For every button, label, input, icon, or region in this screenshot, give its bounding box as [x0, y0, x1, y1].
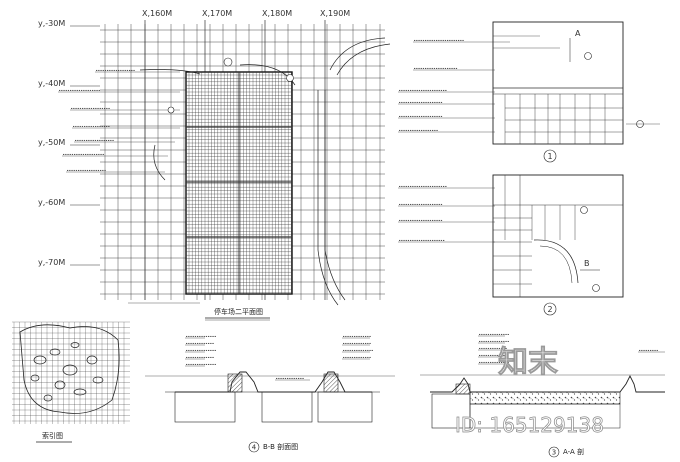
section-aa-gravel-base [469, 391, 621, 405]
detail-2-curve-kerb-inner [539, 245, 573, 284]
section-bb-leader-annotations [185, 335, 373, 381]
plan-leader-annotations [58, 69, 180, 173]
section-bb-foundation-mid [261, 391, 313, 423]
section-aa-title: A-A 剖 [563, 447, 584, 456]
x-label-170: X,170M [202, 9, 232, 18]
index-plan-building [30, 374, 40, 382]
detail-2-frame [492, 174, 624, 298]
index-plan-building [62, 364, 78, 376]
parking-lot-hatch [185, 71, 293, 295]
detail-2-number-circle [543, 302, 557, 316]
detail-1-paving-joints [493, 35, 623, 144]
detail-1-number: 1 [548, 152, 553, 161]
x-label-160: X,160M [142, 9, 172, 18]
y-label-40: y,-40M [38, 79, 65, 88]
index-plan-building [73, 388, 87, 396]
section-bb-kerb-left [227, 373, 243, 393]
section-bb-foundation-right [317, 391, 373, 423]
section-bb: 4 B-B 剖面图 [145, 335, 395, 453]
y-label-60: y,-60M [38, 198, 65, 207]
section-aa-leader-annotations [478, 333, 665, 365]
index-plan-buildings [30, 342, 104, 402]
section-aa: 3 A-A 剖 [420, 333, 665, 458]
detail-2: B 2 [492, 174, 624, 316]
detail-2-index-marker [580, 206, 588, 214]
detail-1-frame [492, 21, 624, 145]
detail-2-index-marker-2 [592, 284, 600, 292]
plan-y-axis-labels: y,-30M y,-40M y,-50M y,-60M y,-70M [38, 19, 65, 267]
detail-2-curve-kerb [533, 239, 579, 284]
detail-2-section-marker: B [584, 259, 590, 268]
index-plan-building [33, 355, 47, 365]
section-bb-foundation-left [174, 391, 236, 423]
plan-title: 停车场二平面图 [214, 307, 263, 316]
index-plan-building [54, 380, 66, 390]
detail-1-number-circle [543, 149, 557, 163]
section-bb-number: 4 [252, 444, 257, 452]
detail-1-section-marker: A [575, 29, 581, 38]
section-bb-number-circle [248, 441, 260, 453]
y-label-30: y,-30M [38, 19, 65, 28]
section-bb-title: B-B 剖面图 [263, 442, 298, 451]
section-aa-subbase [469, 403, 621, 429]
index-plan: 索引图 [12, 321, 130, 443]
index-plan-building [43, 394, 53, 402]
index-plan-building [70, 342, 80, 348]
detail-1: A 1 [492, 21, 660, 163]
section-aa-number-circle [548, 446, 560, 458]
y-label-50: y,-50M [38, 138, 65, 147]
plan-x-axis-labels: X,160M X,170M X,180M X,190M [142, 9, 350, 18]
watermark-id: ID: 165129138 [455, 413, 604, 437]
detail-2-paving-joints [493, 175, 623, 297]
y-label-70: y,-70M [38, 258, 65, 267]
index-plan-title: 索引图 [42, 431, 63, 440]
index-plan-building [49, 348, 61, 356]
index-plan-building [86, 355, 98, 365]
x-label-190: X,190M [320, 9, 350, 18]
detail-1-leader-annotations [398, 39, 510, 133]
index-plan-building [92, 376, 104, 384]
plan-road-curves [139, 37, 391, 306]
watermark-brand: 知末 [498, 345, 558, 380]
index-plan-grid [12, 321, 130, 424]
detail-2-leader-annotations [398, 185, 495, 243]
section-aa-number: 3 [552, 449, 556, 457]
plan-markers [167, 57, 294, 114]
detail-2-number: 2 [548, 305, 553, 314]
detail-1-index-marker [584, 52, 592, 60]
index-plan-site-outline [19, 324, 120, 414]
section-bb-kerb-right [323, 373, 339, 393]
x-label-180: X,180M [262, 9, 292, 18]
section-bb-profile [175, 371, 372, 393]
section-aa-kerb-left [455, 383, 471, 395]
